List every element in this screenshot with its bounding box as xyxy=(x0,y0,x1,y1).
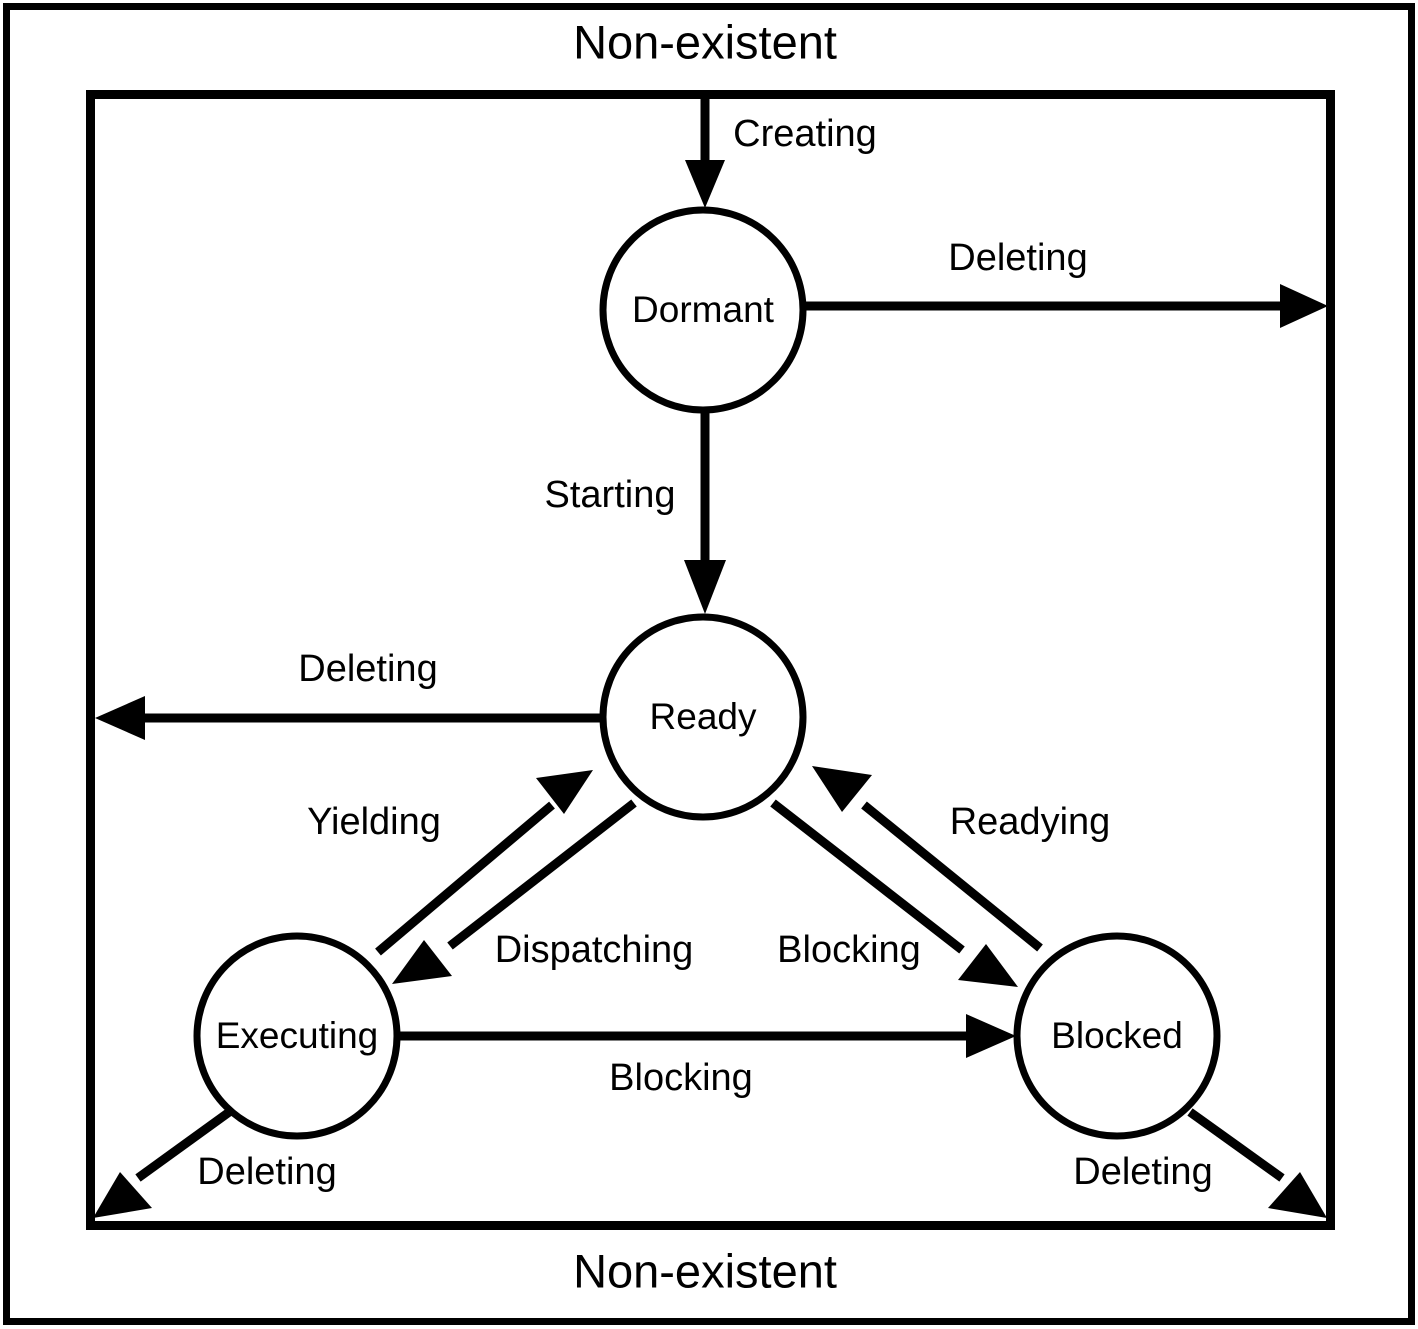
state-node-dormant[interactable]: Dormant xyxy=(599,206,807,414)
deleting-blocked-arrow-head xyxy=(1268,1172,1327,1218)
transition-yielding: Yielding xyxy=(307,770,593,956)
transition-dispatching: Dispatching xyxy=(392,799,694,984)
transition-readying: Readying xyxy=(812,766,1111,952)
readying-arrow-head xyxy=(812,766,872,812)
ready-label: Ready xyxy=(650,696,757,737)
blocking-ready-blocked-arrow-shaft xyxy=(770,799,965,954)
deleting-ready-arrow-head xyxy=(95,696,145,740)
transition-creating: Creating xyxy=(685,99,877,208)
creating-arrow-head xyxy=(685,160,725,208)
inner-frame xyxy=(86,90,1335,1230)
deleting-executing-arrow-label: Deleting xyxy=(197,1151,336,1193)
deleting-dormant-arrow-head xyxy=(1280,284,1328,328)
blocking-executing-blocked-arrow-head xyxy=(966,1014,1016,1058)
dispatching-arrow-shaft xyxy=(447,799,637,950)
deleting-executing-arrow-shaft xyxy=(135,1106,235,1182)
dispatching-arrow-head xyxy=(392,940,452,984)
transition-blocking-executing-blocked: Blocking xyxy=(400,1014,1016,1099)
deleting-executing-arrow-head xyxy=(93,1172,152,1218)
transition-deleting-executing: Deleting xyxy=(93,1106,337,1218)
state-node-blocked[interactable]: Blocked xyxy=(1013,932,1221,1140)
readying-arrow-label: Readying xyxy=(950,801,1111,843)
transition-deleting-blocked: Deleting xyxy=(1073,1108,1327,1218)
dispatching-arrow-label: Dispatching xyxy=(495,929,694,971)
yielding-arrow-head xyxy=(536,770,593,814)
blocking-executing-blocked-arrow-label: Blocking xyxy=(609,1057,753,1099)
outer-frame xyxy=(3,3,1415,1325)
blocking-ready-blocked-arrow-head xyxy=(958,944,1018,987)
deleting-dormant-arrow-label: Deleting xyxy=(948,237,1087,279)
transition-starting: Starting xyxy=(545,412,726,614)
starting-arrow-label: Starting xyxy=(545,474,676,516)
region-label-nonexistent-top: Non-existent xyxy=(573,15,837,68)
dormant-label: Dormant xyxy=(632,289,775,330)
state-node-ready[interactable]: Ready xyxy=(599,613,807,821)
yielding-arrow-label: Yielding xyxy=(307,801,441,843)
blocking-ready-blocked-arrow-label: Blocking xyxy=(777,929,921,971)
blocked-circle[interactable] xyxy=(1013,932,1221,1140)
starting-arrow-head xyxy=(684,560,726,614)
yielding-arrow-shaft xyxy=(375,801,555,956)
transition-blocking-ready-blocked: Blocking xyxy=(770,799,1018,987)
transition-deleting-ready: Deleting xyxy=(95,648,601,740)
ready-circle[interactable] xyxy=(599,613,807,821)
creating-arrow-label: Creating xyxy=(733,113,877,155)
transition-deleting-dormant: Deleting xyxy=(806,237,1328,328)
deleting-blocked-arrow-shaft xyxy=(1187,1108,1285,1182)
readying-arrow-shaft xyxy=(861,801,1043,952)
executing-circle[interactable] xyxy=(193,932,401,1140)
blocked-label: Blocked xyxy=(1051,1015,1183,1056)
deleting-ready-arrow-label: Deleting xyxy=(298,648,437,690)
executing-label: Executing xyxy=(216,1015,379,1056)
region-label-nonexistent-bottom: Non-existent xyxy=(573,1244,837,1297)
dormant-circle[interactable] xyxy=(599,206,807,414)
state-node-executing[interactable]: Executing xyxy=(193,932,401,1140)
deleting-blocked-arrow-label: Deleting xyxy=(1073,1151,1212,1193)
